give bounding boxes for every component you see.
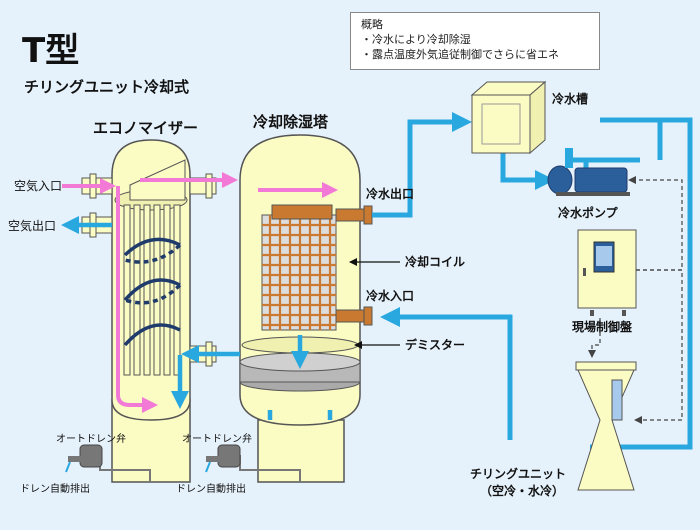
chilled-water-inlet-label: 冷水入口 xyxy=(366,288,414,303)
drain-auto-label-2: ドレン自動排出 xyxy=(176,482,246,495)
leader-lines xyxy=(349,258,400,349)
summary-line-2: ・露点温度外気追従制御でさらに省エネ xyxy=(361,48,559,61)
air-inlet-label: 空気入口 xyxy=(14,178,62,193)
drain-trap-label-2: オートドレン弁 xyxy=(182,432,252,445)
subtitle: チリングユニット冷却式 xyxy=(24,78,189,96)
drain-trap-label-1: オートドレン弁 xyxy=(56,432,126,445)
cooling-coil-label: 冷却コイル xyxy=(405,254,465,269)
summary-box: 概略 ・冷水により冷却除湿 ・露点温度外気追従制御でさらに省エネ xyxy=(350,12,600,70)
control-panel-label: 現場制御盤 xyxy=(572,319,633,334)
control-panel-icon xyxy=(577,229,637,316)
economizer-vessel xyxy=(81,139,217,483)
demister-label: デミスター xyxy=(405,337,465,352)
chilled-water-pump-icon xyxy=(547,148,630,196)
chilling-unit-label-2: （空冷・水冷） xyxy=(480,483,564,498)
dehumidifying-tower xyxy=(239,134,373,483)
control-signal-lines xyxy=(588,176,683,424)
chilled-water-pump-label: 冷水ポンプ xyxy=(558,205,619,220)
economizer-label: エコノマイザー xyxy=(93,119,198,137)
type-title: T型 xyxy=(22,31,79,71)
chilling-unit-label-1: チリングユニット xyxy=(470,466,566,481)
chilling-unit-icon xyxy=(575,361,637,491)
air-flow-arrows xyxy=(62,172,338,413)
drain-trap-icons xyxy=(65,444,241,473)
chilled-water-tank xyxy=(470,80,547,155)
chilled-water-pipe xyxy=(372,112,693,450)
tower-label: 冷却除湿塔 xyxy=(253,113,329,131)
summary-line-1: ・冷水により冷却除湿 xyxy=(361,33,471,46)
water-flow-arrows xyxy=(61,216,333,420)
air-outlet-label: 空気出口 xyxy=(8,218,56,233)
drain-auto-label-1: ドレン自動排出 xyxy=(20,482,90,495)
chilled-water-tank-label: 冷水槽 xyxy=(552,91,588,106)
chilled-water-outlet-label: 冷水出口 xyxy=(366,186,414,201)
summary-heading: 概略 xyxy=(361,18,383,31)
